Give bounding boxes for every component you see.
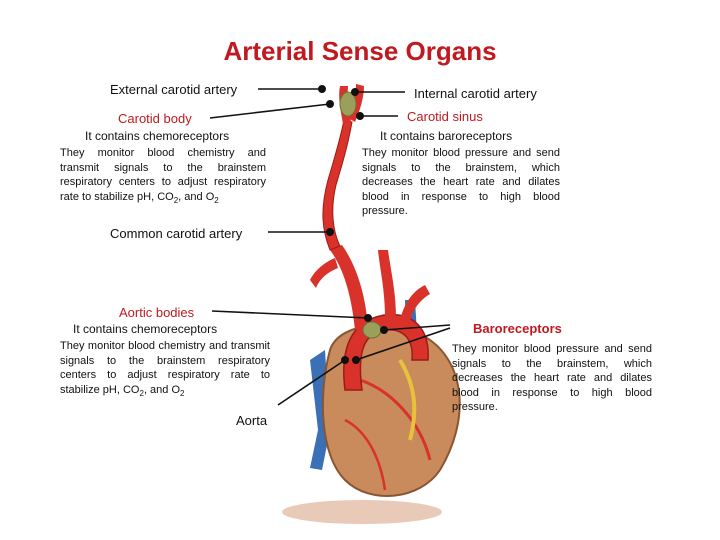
baroreceptors-description: They monitor blood pressure and send sig… [452,343,652,414]
brachiocephalic-artery [330,245,368,330]
aortic-bodies-desc-mid: , and O [143,383,181,396]
aortic-body-sensor [362,321,382,339]
leader-aortic-bodies [211,310,369,319]
carotid-body-note: It contains chemoreceptors [85,129,230,143]
heart [321,324,461,497]
leader-aorta [277,359,346,406]
aortic-bodies-description: They monitor blood chemistry and transmi… [60,339,270,402]
leader-carotid-body [209,103,331,119]
coronary-artery [359,378,432,461]
left-subclavian [400,285,430,322]
aortic-bodies-desc-text: They monitor blood chemistry and transmi… [60,340,270,396]
coronary-branch [344,418,387,491]
right-subclavian [310,258,338,288]
label-common-carotid-artery: Common carotid artery [110,226,243,241]
subscript: 2 [180,388,185,398]
label-aorta: Aorta [236,413,268,428]
leader-dot [363,313,372,322]
leader-dot [340,355,349,364]
common-carotid-artery [322,119,353,251]
carotid-sinus-note: It contains baroreceptors [380,129,513,143]
carotid-sinus-body [339,91,357,117]
label-aortic-bodies: Aortic bodies [119,305,195,320]
subscript: 2 [173,195,179,205]
aortic-bodies-note: It contains chemoreceptors [73,322,218,336]
leader-baroreceptors-1 [383,324,451,331]
label-carotid-body: Carotid body [118,111,192,126]
label-baroreceptors: Baroreceptors [473,321,562,336]
leader-dot [350,88,359,97]
fat-deposit [398,358,417,441]
carotid-body-description: They monitor blood chemistry and transmi… [60,146,266,209]
carotid-body-desc-text: They monitor blood chemistry and transmi… [60,147,266,203]
leader-dot [325,100,334,109]
carotid-sinus-description: They monitor blood pressure and send sig… [362,147,560,218]
leader-dot [325,228,334,237]
leader-dot [317,85,326,94]
page-title: Arterial Sense Organs [223,36,497,66]
label-internal-carotid-artery: Internal carotid artery [414,86,537,101]
leader-dot [379,325,388,334]
leader-dot [355,112,364,121]
subscript: 2 [139,388,144,398]
carotid-body-desc-mid: , and O [178,190,215,203]
subscript: 2 [214,195,219,205]
label-external-carotid-artery: External carotid artery [110,82,238,97]
pericardium-base [282,500,442,524]
label-carotid-sinus: Carotid sinus [407,109,483,124]
left-common-carotid [378,250,396,318]
leader-baroreceptors-2 [355,327,451,361]
leader-dot [351,355,360,364]
